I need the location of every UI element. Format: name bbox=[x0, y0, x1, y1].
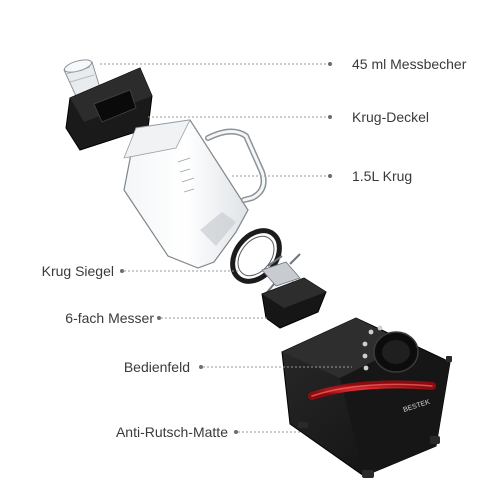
blender-base-part bbox=[281, 317, 452, 478]
leader-dot-jar bbox=[328, 174, 332, 178]
label-blade: 6-fach Messer bbox=[65, 310, 154, 326]
leader-dot-control-panel bbox=[199, 365, 203, 369]
label-control-panel: Bedienfeld bbox=[123, 359, 190, 375]
leader-dot-mat bbox=[234, 430, 238, 434]
label-lid: Krug-Deckel bbox=[352, 109, 430, 125]
label-jar: 1.5L Krug bbox=[352, 168, 413, 184]
leader-dot-measuring-cup bbox=[328, 62, 332, 66]
label-mat: Anti-Rutsch-Matte bbox=[115, 424, 228, 440]
jar-lid-part bbox=[65, 67, 153, 151]
jar-part bbox=[123, 119, 267, 269]
leader-lines bbox=[100, 62, 352, 434]
label-seal: Krug Siegel bbox=[41, 263, 114, 279]
leader-dot-blade bbox=[157, 316, 161, 320]
leader-dot-lid bbox=[328, 115, 332, 119]
leader-dot-seal bbox=[120, 269, 124, 273]
blade-assembly-part bbox=[261, 253, 327, 329]
label-measuring-cup: 45 ml Messbecher bbox=[352, 56, 467, 72]
